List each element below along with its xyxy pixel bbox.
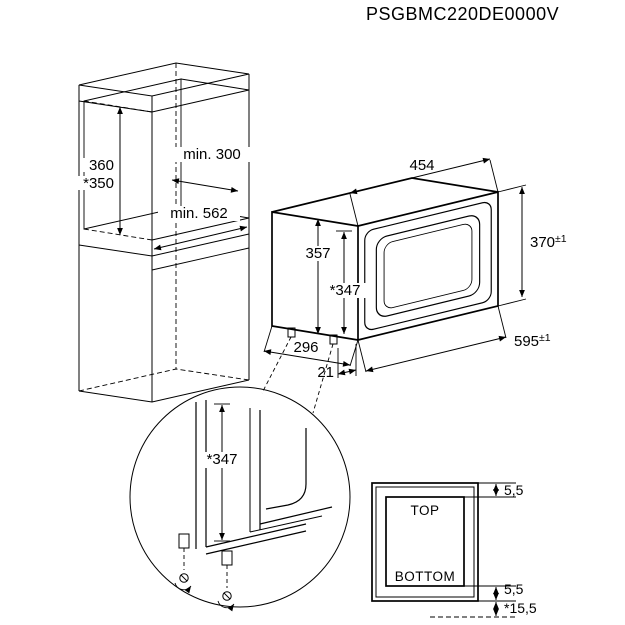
- dim-line-296: [263, 349, 351, 367]
- detail-view: *347: [129, 336, 351, 612]
- dim-357: 357: [305, 245, 330, 262]
- dim-body-height-trim: *347: [324, 230, 366, 335]
- fixing-screw-right: [217, 550, 235, 612]
- front-view-opening: [385, 496, 465, 587]
- dim-360: 360: [89, 157, 114, 174]
- dim-foot-inset: 21: [317, 344, 357, 381]
- door-frame: [364, 201, 492, 331]
- front-view-frame-inner-line: [375, 486, 475, 598]
- front-view: TOP BOTTOM 5,5 5,5 *15,5: [371, 482, 537, 618]
- dim-bg: [170, 147, 254, 162]
- detail-leader-line: [312, 343, 334, 414]
- product-code: PSGBMC220DE0000V: [366, 4, 559, 24]
- top-label: TOP: [410, 503, 439, 518]
- dim-front-height: 370±1: [497, 184, 567, 307]
- detail-window-corner: [265, 428, 307, 510]
- cabinet-top-face: [78, 62, 250, 97]
- door-window: [383, 223, 473, 309]
- dim-347: *347: [330, 282, 361, 299]
- detail-leader-line: [261, 336, 292, 394]
- bottom-label: BOTTOM: [395, 569, 456, 584]
- niche-ceiling-right-edge: [180, 78, 250, 91]
- dim-bg: [76, 176, 116, 190]
- microwave-foot-rear: [287, 327, 296, 338]
- screw-turn-arrow-icon: [217, 600, 235, 612]
- niche-floor-hidden-edge: [83, 228, 153, 241]
- screw-head-icon: [222, 591, 232, 601]
- detail-circle: [129, 386, 351, 608]
- dim-front-width: 595±1: [357, 305, 551, 373]
- dim-bg: [324, 283, 366, 298]
- ext-line: [263, 325, 273, 353]
- dim-bg: [82, 158, 116, 172]
- ext-line: [497, 298, 527, 307]
- dim-bg: [158, 206, 240, 221]
- door-window-frame: [375, 215, 481, 317]
- dim-bottom-overlap: 5,5: [504, 581, 524, 597]
- dim-bg: [300, 246, 336, 261]
- detail-trim-edge: [205, 523, 307, 548]
- dim-top-width: 454: [349, 157, 499, 227]
- dim-niche-width: min. 562: [153, 205, 248, 251]
- dim-454: 454: [409, 157, 434, 174]
- dim-350-trim: *350: [83, 175, 114, 192]
- screw-spacer: [178, 533, 190, 549]
- dim-595: 595±1: [514, 332, 551, 350]
- detail-trim-edge: [205, 530, 307, 555]
- dim-niche-height: 360 *350: [76, 106, 123, 236]
- ext-line: [357, 339, 367, 373]
- dim-top-overlap: 5,5: [504, 482, 524, 498]
- dim-line-min-300: [171, 178, 239, 193]
- dim-min-562: min. 562: [170, 205, 228, 222]
- microwave-side-face: [271, 211, 359, 341]
- dim-370: 370±1: [530, 233, 567, 251]
- cabinet-bottom-hidden-edges: [78, 368, 250, 392]
- dim-body-depth: 296: [263, 325, 359, 367]
- dim-21: 21: [317, 364, 334, 381]
- microwave-door: [364, 201, 492, 331]
- ext-line: [349, 193, 359, 227]
- screw-spacer: [221, 550, 233, 566]
- screw-slot: [180, 574, 188, 582]
- microwave-foot-front: [329, 334, 338, 345]
- dim-niche-depth: min. 300: [170, 146, 254, 193]
- microwave-front-face: [357, 190, 499, 342]
- niche-ceiling-hidden-edge: [83, 100, 153, 113]
- dim-body-height: 357: [300, 218, 336, 335]
- dim-detail-347: *347: [207, 451, 238, 468]
- dim-min-300: min. 300: [183, 146, 241, 163]
- screw-head-icon: [179, 573, 189, 583]
- screw-slot: [223, 592, 231, 600]
- screw-turn-arrow-icon: [174, 582, 192, 594]
- dim-line-595: [365, 335, 507, 373]
- dim-line-min-562: [153, 225, 248, 251]
- detail-microwave-bottom: [249, 515, 323, 533]
- ext-line: [497, 305, 507, 339]
- cabinet-bottom-edges: [78, 379, 250, 403]
- lower-door-edge: [151, 247, 250, 271]
- dim-line-454: [349, 157, 491, 195]
- dim-bg: [288, 340, 326, 354]
- detail-door-bottom: [259, 506, 333, 525]
- fixing-screw-left: [174, 533, 192, 594]
- dim-296: 296: [293, 339, 318, 356]
- ext-line: [497, 184, 527, 193]
- ext-line: [489, 159, 499, 193]
- ext-line: [349, 339, 359, 367]
- dim-bottom-trim-overlap: *15,5: [504, 600, 537, 616]
- dim-line-21: [337, 368, 357, 376]
- dim-bg: [198, 452, 246, 468]
- front-view-outer-frame: [371, 482, 479, 602]
